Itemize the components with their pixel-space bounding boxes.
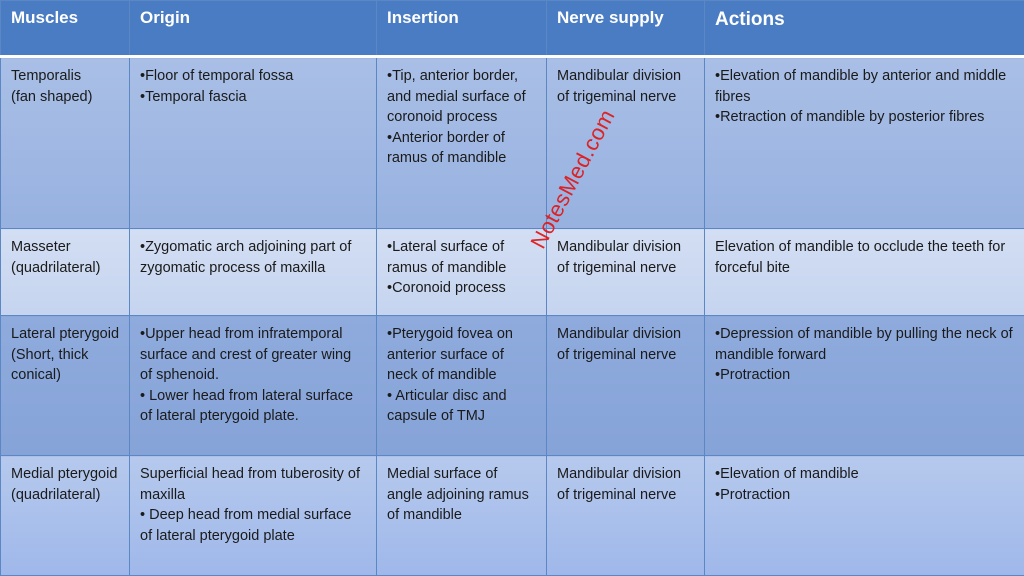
- insertion-item: •Pterygoid fovea on anterior surface of …: [387, 326, 513, 383]
- muscle-cell: Temporalis (fan shaped): [0, 56, 130, 229]
- origin-item: •Floor of temporal fossa: [140, 68, 294, 84]
- actions-cell: •Elevation of mandible by anterior and m…: [704, 56, 1024, 229]
- table-row-medial-pterygoid: Medial pterygoid (quadrilateral) Superfi…: [0, 455, 1024, 576]
- insertion-item: Medial surface of angle adjoining ramus …: [387, 466, 529, 523]
- origin-item: •Temporal fascia: [140, 88, 247, 105]
- actions-cell: •Depression of mandible by pulling the n…: [704, 315, 1024, 456]
- action-item: Elevation of mandible to occlude the tee…: [715, 239, 1006, 276]
- header-nerve-supply: Nerve supply: [546, 0, 705, 58]
- action-item: •Protraction: [715, 486, 791, 503]
- origin-item: •Zygomatic arch adjoining part of zygoma…: [140, 239, 352, 276]
- muscle-name: Medial pterygoid: [11, 466, 118, 482]
- header-insertion: Insertion: [376, 0, 547, 58]
- origin-cell: Superficial head from tuberosity of maxi…: [129, 455, 377, 576]
- table-row-temporalis: Temporalis (fan shaped) •Floor of tempor…: [0, 56, 1024, 229]
- nerve-cell: Mandibular division of trigeminal nerve: [546, 315, 705, 456]
- actions-cell: Elevation of mandible to occlude the tee…: [704, 228, 1024, 316]
- muscle-shape: (quadrilateral): [11, 259, 101, 276]
- origin-cell: •Upper head from infratemporal surface a…: [129, 315, 377, 456]
- nerve-cell: Mandibular division of trigeminal nerve: [546, 455, 705, 576]
- muscle-cell: Medial pterygoid (quadrilateral): [0, 455, 130, 576]
- origin-cell: •Floor of temporal fossa •Temporal fasci…: [129, 56, 377, 229]
- origin-item: Superficial head from tuberosity of maxi…: [140, 466, 361, 503]
- insertion-item: • Articular disc and capsule of TMJ: [387, 387, 507, 425]
- header-actions: Actions: [704, 0, 1024, 58]
- nerve-cell: Mandibular division of trigeminal nerve: [546, 228, 705, 316]
- action-item: •Depression of mandible by pulling the n…: [715, 326, 1013, 363]
- muscle-cell: Lateral pterygoid (Short, thick conical): [0, 315, 130, 456]
- muscle-shape: (quadrilateral): [11, 486, 101, 503]
- insertion-cell: Medial surface of angle adjoining ramus …: [376, 455, 547, 576]
- insertion-item: •Tip, anterior border, and medial surfac…: [387, 68, 526, 125]
- table-row-lateral-pterygoid: Lateral pterygoid (Short, thick conical)…: [0, 315, 1024, 456]
- muscle-name: Lateral pterygoid: [11, 326, 120, 342]
- nerve-cell: Mandibular division of trigeminal nerve: [546, 56, 705, 229]
- muscle-cell: Masseter (quadrilateral): [0, 228, 130, 316]
- origin-item: • Lower head from lateral surface of lat…: [140, 387, 354, 425]
- insertion-item: •Coronoid process: [387, 280, 506, 296]
- insertion-item: •Lateral surface of ramus of mandible: [387, 239, 507, 276]
- origin-cell: •Zygomatic arch adjoining part of zygoma…: [129, 228, 377, 316]
- table-row-masseter: Masseter (quadrilateral) •Zygomatic arch…: [0, 228, 1024, 316]
- muscle-shape: (Short, thick conical): [11, 346, 89, 384]
- origin-item: • Deep head from medial surface of later…: [140, 507, 352, 544]
- action-item: •Protraction: [715, 367, 791, 383]
- insertion-cell: •Tip, anterior border, and medial surfac…: [376, 56, 547, 229]
- insertion-cell: •Lateral surface of ramus of mandible •C…: [376, 228, 547, 316]
- action-item: •Retraction of mandible by posterior fib…: [715, 109, 985, 125]
- muscle-shape: (fan shaped): [11, 88, 93, 105]
- header-muscles: Muscles: [0, 0, 130, 58]
- insertion-cell: •Pterygoid fovea on anterior surface of …: [376, 315, 547, 456]
- actions-cell: •Elevation of mandible •Protraction: [704, 455, 1024, 576]
- muscle-name: Temporalis: [11, 68, 82, 84]
- insertion-item: •Anterior border of ramus of mandible: [387, 129, 507, 167]
- origin-item: •Upper head from infratemporal surface a…: [140, 326, 352, 383]
- header-origin: Origin: [129, 0, 377, 58]
- action-item: •Elevation of mandible: [715, 466, 859, 482]
- muscle-name: Masseter: [11, 239, 71, 255]
- header-row: Muscles Origin Insertion Nerve supply Ac…: [0, 0, 1024, 58]
- action-item: •Elevation of mandible by anterior and m…: [715, 68, 1007, 105]
